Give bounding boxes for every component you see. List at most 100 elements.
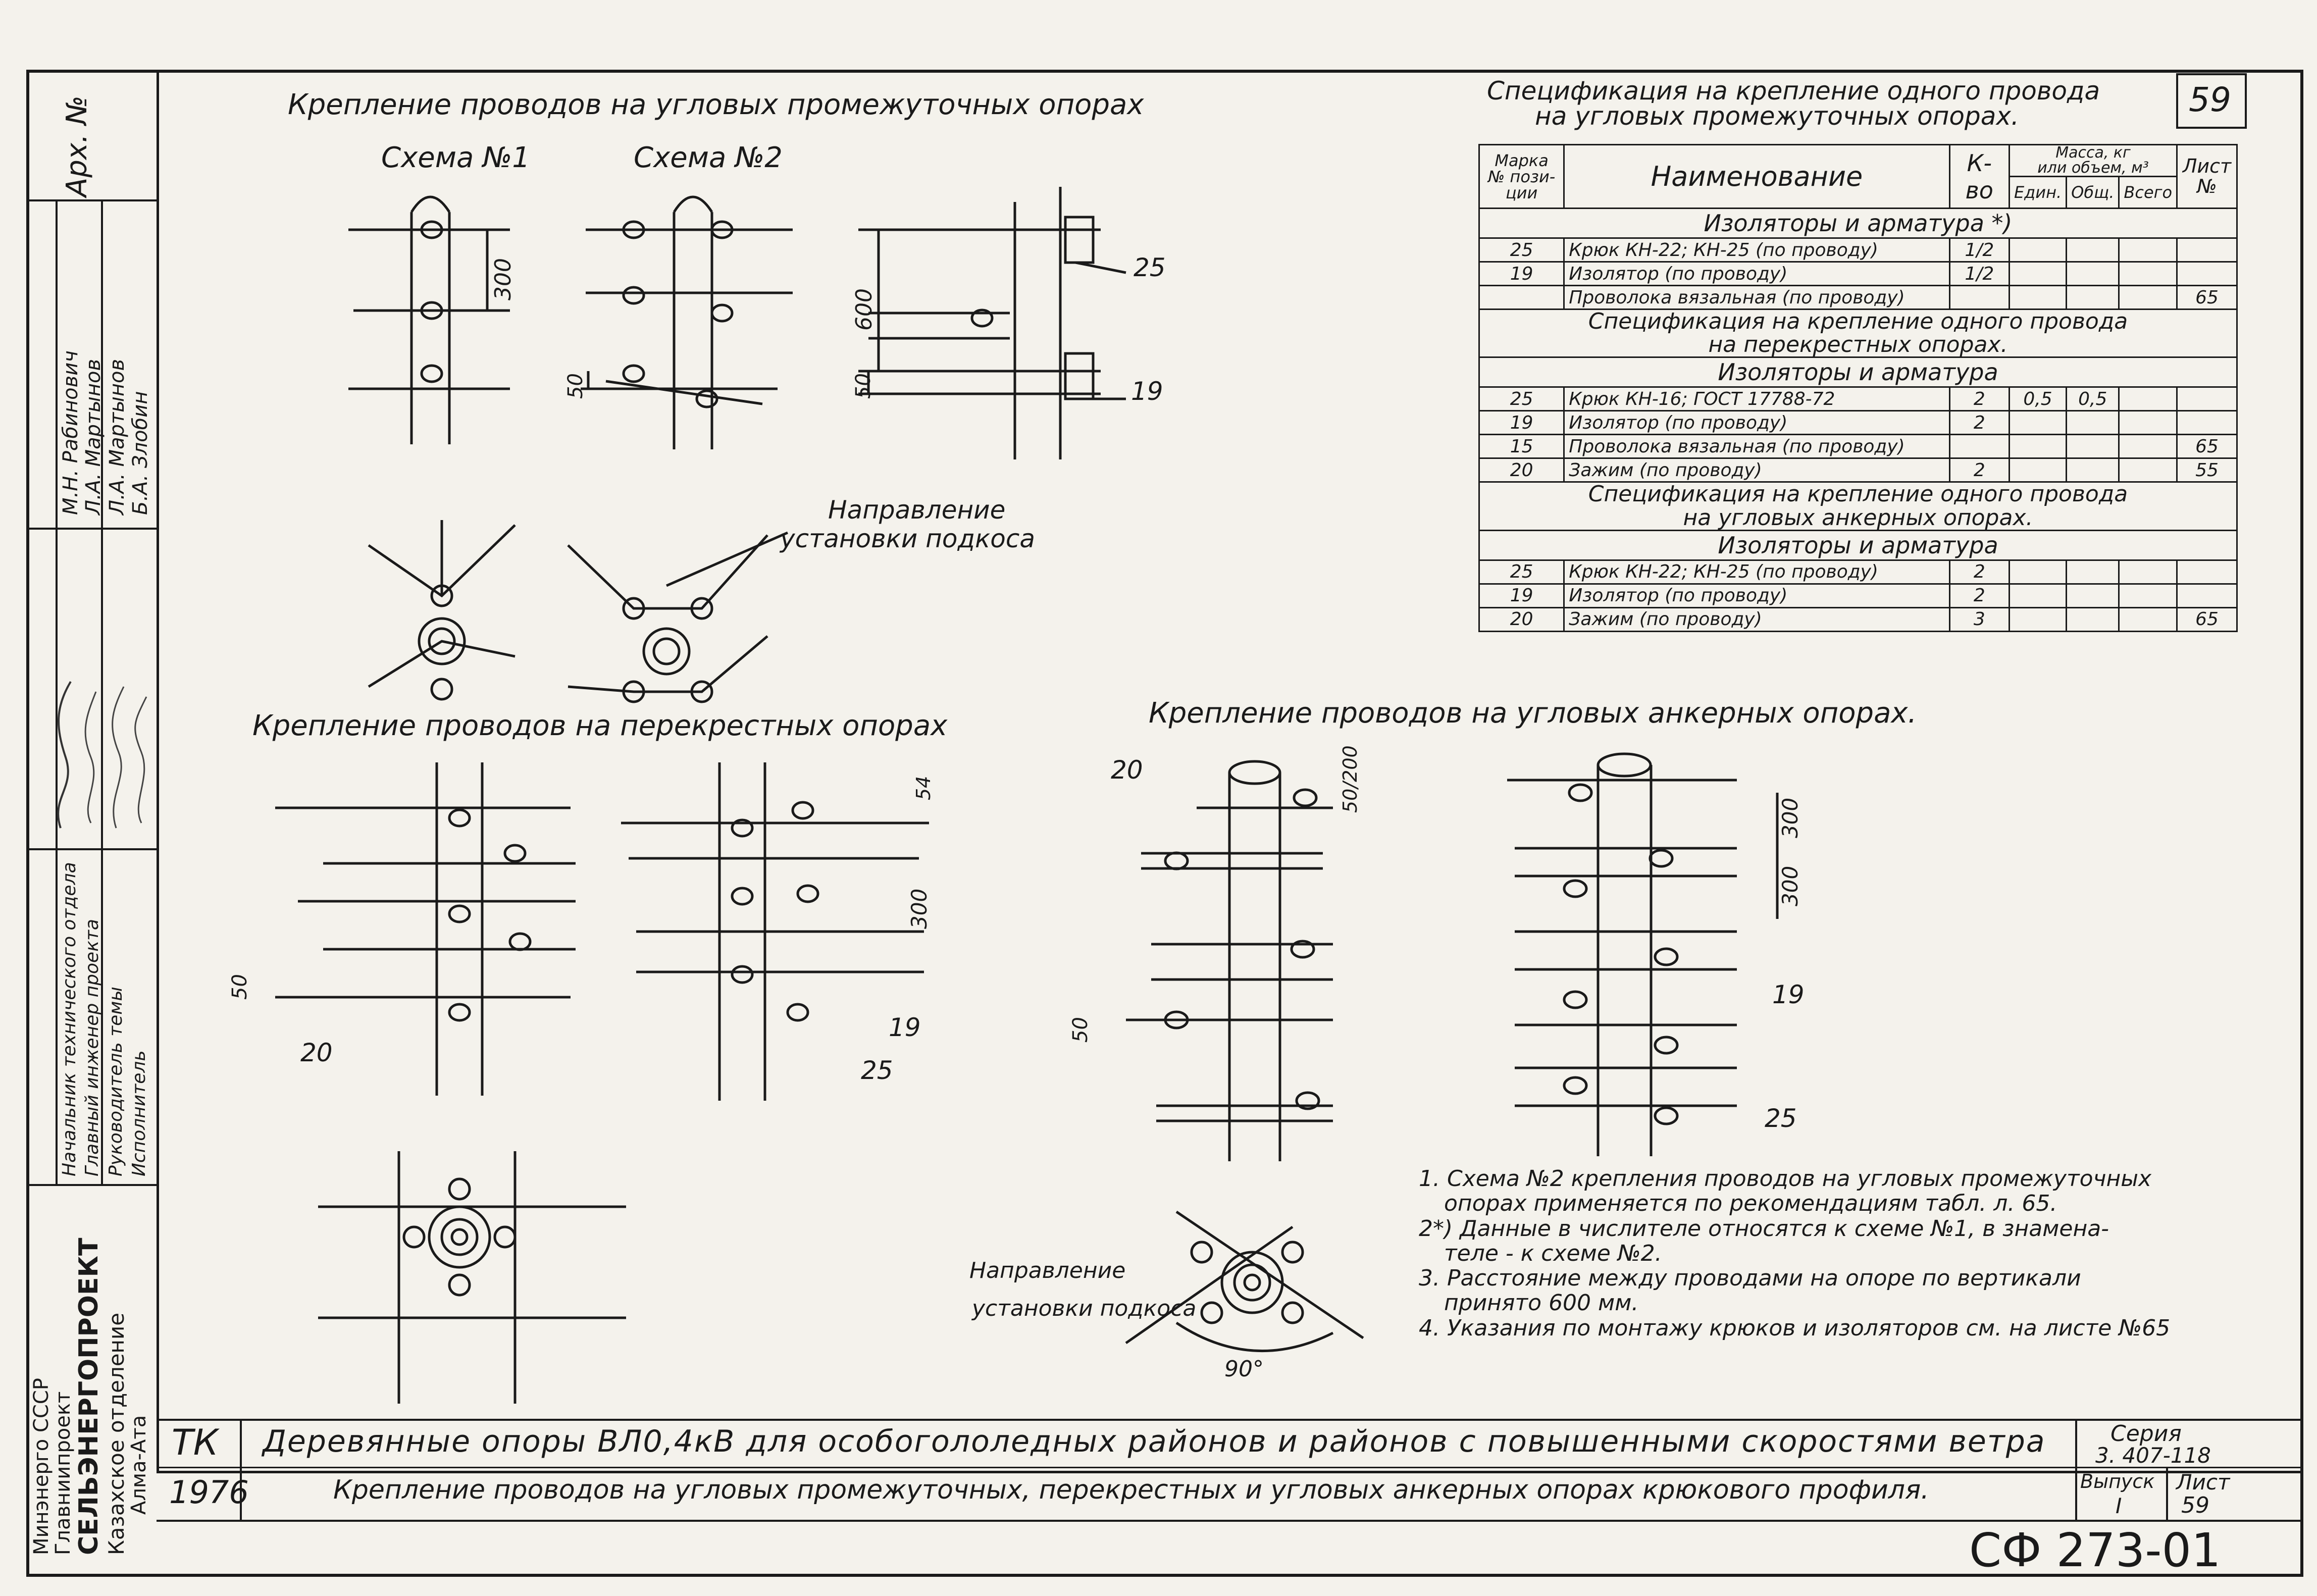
cell-qty: 2 <box>1948 583 2010 608</box>
cell-qty <box>1948 434 2010 459</box>
cell-total: 0,5 <box>2066 386 2120 412</box>
strip-column <box>56 199 58 1184</box>
cell-total <box>2066 237 2120 263</box>
hdr-all: Всего <box>2118 176 2178 209</box>
spec-section-row: Изоляторы и арматура <box>1478 529 2238 561</box>
spec-title1-line2: на угловых промежуточных опорах. <box>1535 101 2019 131</box>
hdr-unit: Един. <box>2008 176 2068 209</box>
cell-sheet <box>2176 386 2238 412</box>
note-line: 4. Указания по монтажу крюков и изолятор… <box>1419 1315 2171 1341</box>
cell-unit <box>2008 583 2068 608</box>
note-line: 2*) Данные в числителе относятся к схеме… <box>1419 1215 2109 1242</box>
inner-frame <box>157 70 2303 1473</box>
cell-unit <box>2008 606 2068 632</box>
hdr-mark-2: № пози- <box>1487 167 1556 186</box>
callout-25: 25 <box>1134 253 1166 282</box>
cell-name: Зажим (по проводу) <box>1563 457 1950 483</box>
spec-section-row: Изоляторы и арматура *) <box>1478 208 2238 239</box>
section1-label: Изоляторы и арматура *) <box>1478 208 2238 239</box>
titleblock-col <box>2075 1419 2077 1473</box>
cell-total <box>2066 261 2120 286</box>
spec-title2-line2: на перекрестных опорах. <box>1708 332 2008 358</box>
cell-pos: 25 <box>1478 237 1565 263</box>
cell-all <box>2118 606 2178 632</box>
cell-unit <box>2008 237 2068 263</box>
brace-direction-line1: Направление <box>969 1258 1126 1283</box>
spec-title-row: Спецификация на крепление одного провода… <box>1478 308 2238 358</box>
brace-direction-line2: установки подкоса <box>972 1296 1197 1321</box>
cell-pos: 19 <box>1478 583 1565 608</box>
scheme1-label: Схема №1 <box>381 141 530 174</box>
cell-unit <box>2008 285 2068 310</box>
cell-pos: 25 <box>1478 386 1565 412</box>
cell-all <box>2118 261 2178 286</box>
hdr-mass-1: Масса, кг <box>2055 144 2131 162</box>
spec-row: 19 Изолятор (по проводу) 2 <box>1478 583 2238 608</box>
spec-row: 25 Крюк КН-22; КН-25 (по проводу) 2 <box>1478 559 2238 585</box>
callout-19: 19 <box>1131 377 1163 406</box>
cell-sheet <box>2176 559 2238 585</box>
cell-all <box>2118 457 2178 483</box>
series-label: Серия <box>2110 1421 2182 1447</box>
cell-total <box>2066 434 2120 459</box>
cell-sheet <box>2176 410 2238 436</box>
spec-row: 20 Зажим (по проводу) 3 65 <box>1478 606 2238 632</box>
cell-pos: 15 <box>1478 434 1565 459</box>
section3-label: Изоляторы и арматура <box>1478 529 2238 561</box>
strip-divider <box>26 1184 159 1186</box>
cell-pos: 19 <box>1478 261 1565 286</box>
cell-total <box>2066 559 2120 585</box>
cell-sheet: 65 <box>2176 285 2238 310</box>
spec-section-row: Изоляторы и арматура <box>1478 356 2238 388</box>
cross-title: Крепление проводов на перекрестных опора… <box>252 709 948 742</box>
cell-sheet <box>2176 237 2238 263</box>
callout-19: 19 <box>889 1013 921 1042</box>
cell-all <box>2118 386 2178 412</box>
spec-title-row: Спецификация на крепление одного провода… <box>1478 481 2238 531</box>
hdr-total: Общ. <box>2066 176 2120 209</box>
hdr-sheet-1: Лист <box>2182 155 2232 177</box>
drawing-code: СФ 273-01 <box>1969 1523 2221 1577</box>
cell-sheet: 55 <box>2176 457 2238 483</box>
dim-50: 50 <box>852 373 875 399</box>
scheme2-label: Схема №2 <box>634 141 783 174</box>
spec-title3-line1: Спецификация на крепление одного провода <box>1588 481 2128 507</box>
cell-unit: 0,5 <box>2008 386 2068 412</box>
cell-total <box>2066 457 2120 483</box>
titleblock-col <box>2166 1467 2168 1521</box>
issue-value: I <box>2116 1494 2122 1518</box>
scheme1-pole <box>348 195 510 444</box>
cell-name: Крюк КН-16; ГОСТ 17788-72 <box>1563 386 1950 412</box>
cell-sheet: 65 <box>2176 606 2238 632</box>
titleblock-bottom <box>157 1520 2303 1522</box>
sheet-value: 59 <box>2181 1492 2209 1518</box>
cell-qty: 2 <box>1948 559 2010 585</box>
cell-all <box>2118 237 2178 263</box>
dim-300: 300 <box>1778 797 1803 838</box>
cell-sheet: 65 <box>2176 434 2238 459</box>
cell-name: Изолятор (по проводу) <box>1563 261 1950 286</box>
cell-unit <box>2008 261 2068 286</box>
spec-row: 25 Крюк КН-22; КН-25 (по проводу) 1/2 <box>1478 237 2238 263</box>
series-value: 3. 407-118 <box>2095 1443 2211 1468</box>
cell-pos: 20 <box>1478 606 1565 632</box>
callout-25: 25 <box>861 1056 893 1085</box>
cell-total <box>2066 583 2120 608</box>
cell-all <box>2118 559 2178 585</box>
cell-pos: 25 <box>1478 559 1565 585</box>
cell-qty: 2 <box>1948 386 2010 412</box>
cell-name: Изолятор (по проводу) <box>1563 583 1950 608</box>
dim-50-200: 50/200 <box>1339 745 1361 813</box>
cell-total <box>2066 285 2120 310</box>
cell-total <box>2066 606 2120 632</box>
note-line: 1. Схема №2 крепления проводов на угловы… <box>1419 1166 2152 1192</box>
cell-name: Крюк КН-22; КН-25 (по проводу) <box>1563 559 1950 585</box>
spec-row: 15 Проволока вязальная (по проводу) 65 <box>1478 434 2238 459</box>
cell-pos: 20 <box>1478 457 1565 483</box>
dim-300: 300 <box>1778 865 1803 906</box>
callout-20: 20 <box>1111 755 1143 785</box>
side-view-pole <box>858 187 1126 459</box>
hdr-mark-3: ции <box>1505 183 1538 202</box>
cell-sheet <box>2176 261 2238 286</box>
